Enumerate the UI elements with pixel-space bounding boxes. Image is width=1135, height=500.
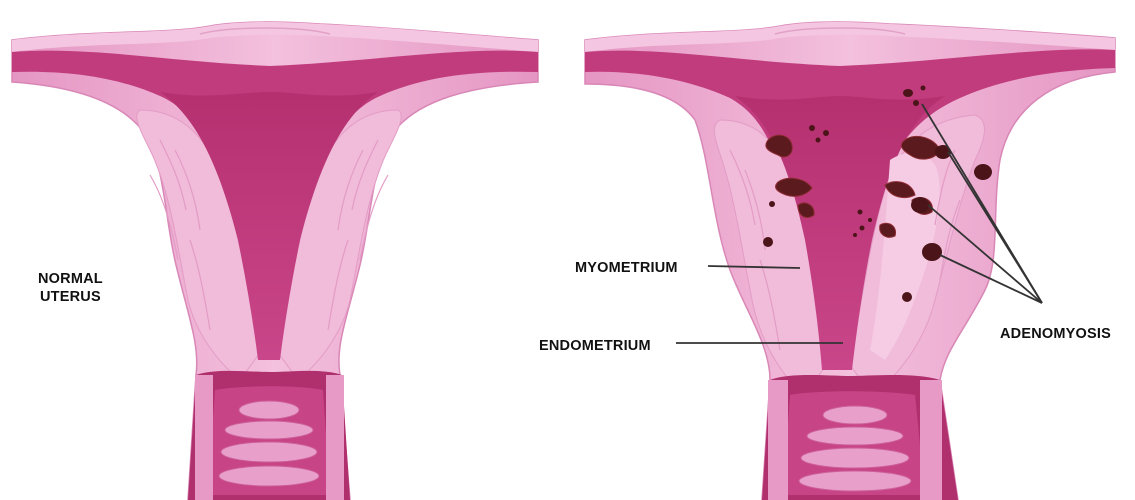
adeno-cervix-left-edge <box>768 380 788 500</box>
normal-uterus <box>12 22 538 500</box>
myometrium-label: MYOMETRIUM <box>575 259 678 277</box>
normal-cervix-left-edge <box>195 375 213 500</box>
normal-uterus-label-line2: UTERUS <box>38 288 103 306</box>
adenomyosis-label: ADENOMYOSIS <box>1000 325 1111 343</box>
normal-uterus-label-line1: NORMAL <box>38 270 103 288</box>
normal-cervix-right-edge <box>326 375 344 500</box>
adeno-cervix-right-edge <box>920 380 942 500</box>
normal-uterus-label: NORMAL UTERUS <box>38 270 103 306</box>
endometrium-label: ENDOMETRIUM <box>539 337 651 355</box>
